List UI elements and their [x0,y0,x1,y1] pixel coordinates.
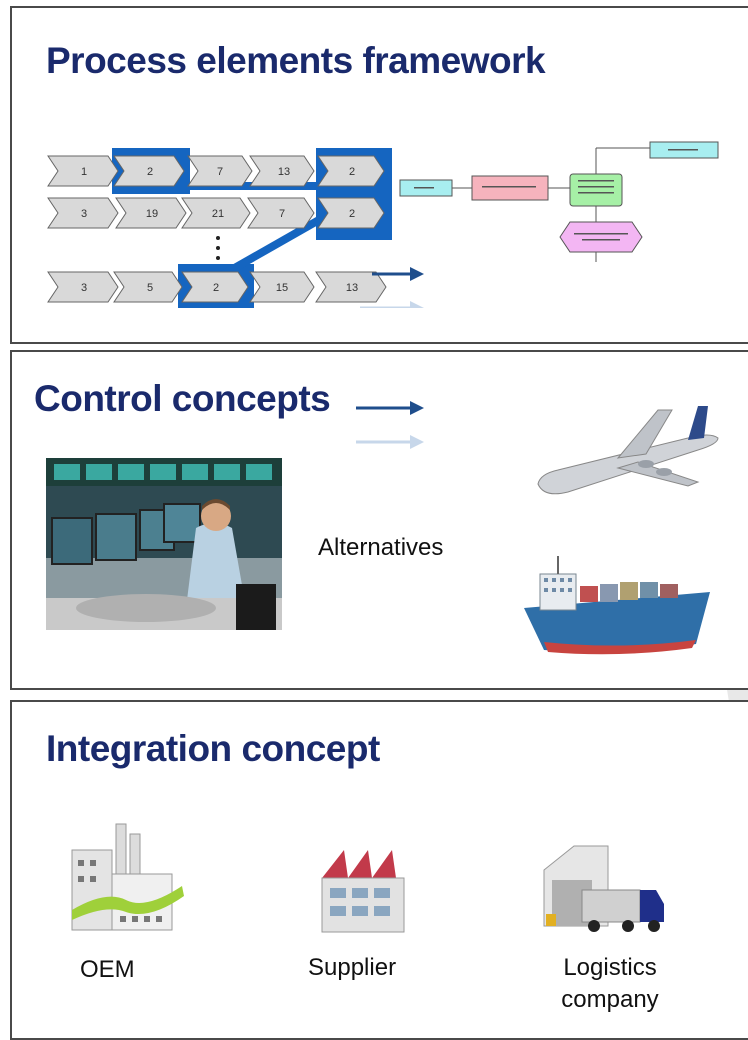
arrow-light-head [410,301,424,308]
logistics-label: Logistics company [552,952,668,1016]
logistics-truck-icon [543,845,664,932]
airplane-icon [537,406,719,495]
chevron-r3c4 [249,271,315,303]
chevron-r1c3-label: 7 [217,166,223,178]
chevron-r2c2-label: 19 [146,208,158,220]
chevron-r2c3 [181,197,251,229]
chevron-r2c2 [115,197,187,229]
chevron-r3c3-label: 2 [213,282,219,294]
chevron-r1c4-label: 13 [278,166,290,178]
chevron-r3c2-label: 5 [147,282,153,294]
chevron-r2c1-label: 3 [81,208,87,220]
integration-panel-title: Integration concept [46,728,380,769]
chevron-r1c1 [47,155,119,187]
arrow-dark-head [410,267,424,281]
logistics-label-line2: company [561,986,659,1013]
chevron-r3c1 [47,271,119,303]
chevron-r3c5-label: 13 [346,282,358,294]
flow-node-pink [471,175,549,201]
process-elements-panel: Process elements framework 1 2 7 13 2 3 … [10,6,748,344]
chevron-row-2: 3 19 21 7 2 [47,197,385,229]
logistics-label-line1: Logistics [563,954,657,981]
chevron-r3c3 [181,271,249,303]
control-arrows [356,401,424,449]
supplier-factory-icon [321,850,405,933]
chevron-r2c1 [47,197,119,229]
chevron-row-3: 3 5 2 15 13 [47,271,387,303]
chevron-r2c4-label: 7 [279,208,285,220]
control-concepts-panel: Control concepts Alternatives [10,350,748,690]
oem-label: OEM [80,956,135,983]
ellipsis-dots [216,236,220,260]
flow-node-hexagon [559,221,643,253]
control-arrow-light-head [410,435,424,449]
chevron-r3c1-label: 3 [81,282,87,294]
chevron-r3c2 [113,271,183,303]
chevron-r2c4 [247,197,315,229]
integration-concept-panel: Integration concept OEM Supplier [10,700,748,1040]
chevron-r2c5 [317,197,385,229]
chevron-r2c3-label: 21 [212,208,224,220]
chevron-r1c3 [187,155,253,187]
chevron-r1c2-label: 2 [147,166,153,178]
mini-flowchart [399,141,719,262]
operator-shirt [186,523,246,608]
process-diagram: 1 2 7 13 2 3 19 21 7 2 [47,141,719,308]
chevron-row-1: 1 2 7 13 2 [47,155,385,187]
flow-node-green [569,173,623,207]
control-panel-title: Control concepts [34,378,331,419]
chevron-r1c5 [317,155,385,187]
chevron-r3c5 [315,271,387,303]
chevron-r1c4 [249,155,315,187]
container-ship-icon [524,556,710,655]
alternatives-label: Alternatives [318,534,444,561]
operator-head [201,501,231,531]
process-panel-title: Process elements framework [46,40,546,81]
chevron-r1c5-label: 2 [349,166,355,178]
oem-factory-icon [71,823,184,931]
control-room-photo [46,458,282,630]
chevron-r1c1-label: 1 [81,166,87,178]
supplier-label: Supplier [308,954,397,981]
chevron-r1c2 [113,155,185,187]
chevron-r2c5-label: 2 [349,208,355,220]
chevron-r3c4-label: 15 [276,282,288,294]
control-arrow-dark-head [410,401,424,415]
